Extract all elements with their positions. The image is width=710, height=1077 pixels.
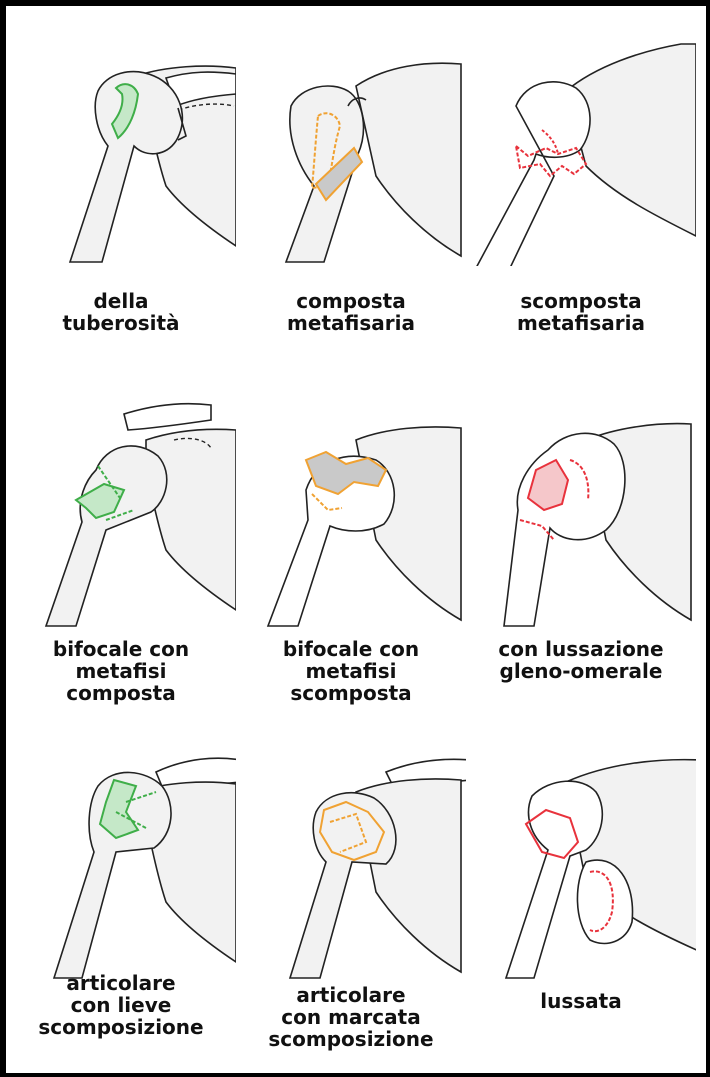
caption-line: metafisaria [287, 311, 415, 335]
caption-line: articolare [66, 971, 176, 995]
caption-line: composta [66, 681, 176, 705]
caption-line: articolare [296, 983, 406, 1007]
caption-line: bifocale con [282, 637, 420, 661]
figure-caption: con lussazione gleno-omerale [466, 638, 696, 682]
caption-line: composta [296, 289, 406, 313]
shoulder-illustration [52, 757, 236, 979]
diagram-panel: della tuberosità composta metafisaria sc… [6, 6, 706, 1073]
figure-caption: bifocale con metafisi scomposta [236, 638, 466, 704]
figure-caption: scomposta metafisaria [466, 290, 696, 334]
caption-line: bifocale con [52, 637, 190, 661]
caption-line: scomposta [290, 681, 412, 705]
caption-line: lussata [540, 989, 622, 1013]
caption-line: metafisi [305, 659, 397, 683]
caption-line: con lussazione [498, 637, 664, 661]
shoulder-illustration [44, 402, 236, 627]
caption-line: metafisaria [517, 311, 645, 335]
caption-line: con marcata [281, 1005, 421, 1029]
shoulder-illustration [284, 62, 462, 263]
figure-caption: composta metafisaria [236, 290, 466, 334]
figure-caption: articolare con marcata scomposizione [236, 984, 466, 1050]
figure-caption: articolare con lieve scomposizione [6, 972, 236, 1038]
caption-line: scomposizione [268, 1027, 434, 1051]
shoulder-illustration [504, 758, 696, 979]
caption-line: scomposizione [38, 1015, 204, 1039]
shoulder-illustration [68, 65, 236, 263]
figure-caption: bifocale con metafisi composta [6, 638, 236, 704]
caption-line: tuberosità [62, 311, 180, 335]
caption-line: scomposta [520, 289, 642, 313]
shoulder-illustration [476, 43, 696, 266]
shoulder-illustration [503, 422, 692, 627]
shoulder-illustration [288, 758, 466, 979]
shoulder-illustration [266, 426, 462, 627]
caption-line: metafisi [75, 659, 167, 683]
caption-line: della [93, 289, 149, 313]
caption-line: gleno-omerale [499, 659, 663, 683]
figure-caption: lussata [466, 990, 696, 1012]
caption-line: con lieve [70, 993, 172, 1017]
figure-caption: della tuberosità [6, 290, 236, 334]
